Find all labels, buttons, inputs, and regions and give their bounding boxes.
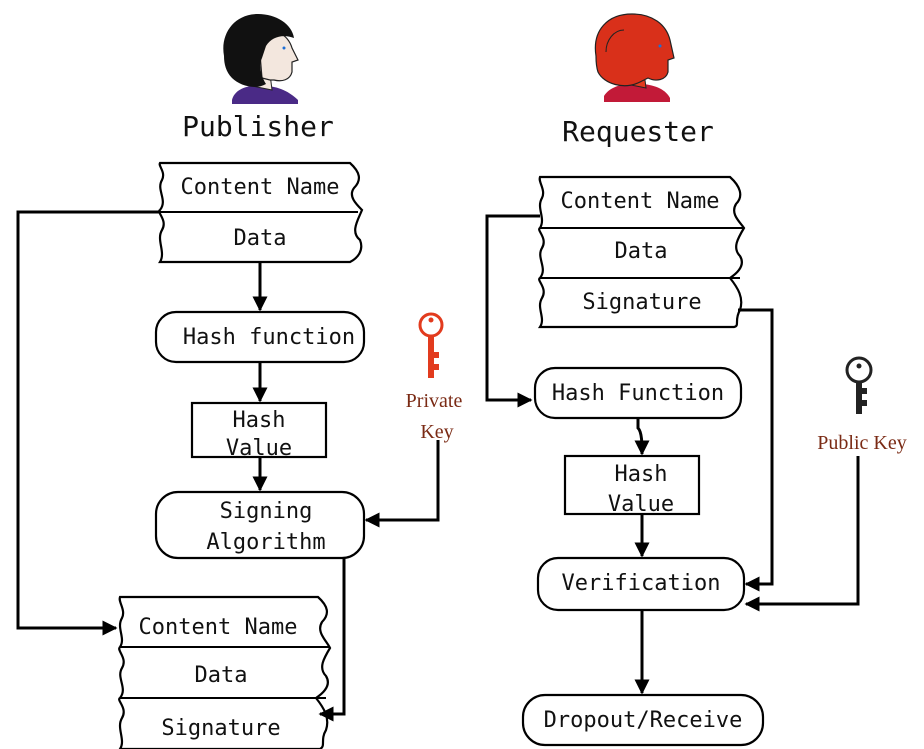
publisher-hash-value-line2: Value <box>226 436 292 461</box>
arrow-signature-to-verification <box>738 308 774 592</box>
publisher-avatar-icon <box>223 14 299 104</box>
publisher-hash-value-line1: Hash <box>233 408 286 433</box>
requester-title: Requester <box>562 115 714 148</box>
requester-content-name-label: Content Name <box>561 189 720 214</box>
requester-data-label: Data <box>615 239 668 264</box>
publisher-hash-function-label: Hash function <box>183 325 355 350</box>
arrow-requester-hash-to-value <box>634 418 650 456</box>
arrow-requester-content-to-hash <box>485 214 540 408</box>
verification-label: Verification <box>562 571 721 596</box>
private-key-label-line1: Private <box>406 390 463 412</box>
publisher-packet <box>158 161 364 264</box>
publisher-title: Publisher <box>182 110 334 143</box>
signing-label-line2: Algorithm <box>206 530 325 555</box>
public-key-icon <box>845 356 873 414</box>
output-signature-label: Signature <box>161 716 280 741</box>
arrow-public-key-to-verification <box>744 456 860 612</box>
requester-hash-value-box <box>563 454 701 516</box>
requester-hash-value-line1: Hash <box>615 462 668 487</box>
publisher-data-label: Data <box>234 226 287 251</box>
output-content-name-label: Content Name <box>139 615 298 640</box>
output-data-label: Data <box>195 663 248 688</box>
private-key-label-line2: Key <box>420 421 453 443</box>
publisher-hash-value-box <box>190 401 328 459</box>
arrow-content-to-output <box>16 210 160 636</box>
result-label: Dropout/Receive <box>544 708 743 733</box>
publisher-output-packet <box>118 595 332 749</box>
requester-avatar-icon <box>594 13 675 102</box>
publisher-content-name-label: Content Name <box>181 175 340 200</box>
private-key-icon <box>418 312 444 378</box>
requester-hash-value-line2: Value <box>608 492 674 517</box>
requester-hash-function-label: Hash Function <box>552 381 724 406</box>
signing-algorithm-box <box>154 490 366 560</box>
signing-label-line1: Signing <box>220 499 313 524</box>
connectors <box>16 210 860 722</box>
requester-signature-label: Signature <box>582 290 701 315</box>
requester-packet <box>537 175 746 329</box>
arrow-signing-to-signature <box>318 558 346 722</box>
result-box <box>521 693 765 747</box>
public-key-label: Public Key <box>817 432 906 454</box>
arrow-private-key-to-signing <box>364 440 440 528</box>
